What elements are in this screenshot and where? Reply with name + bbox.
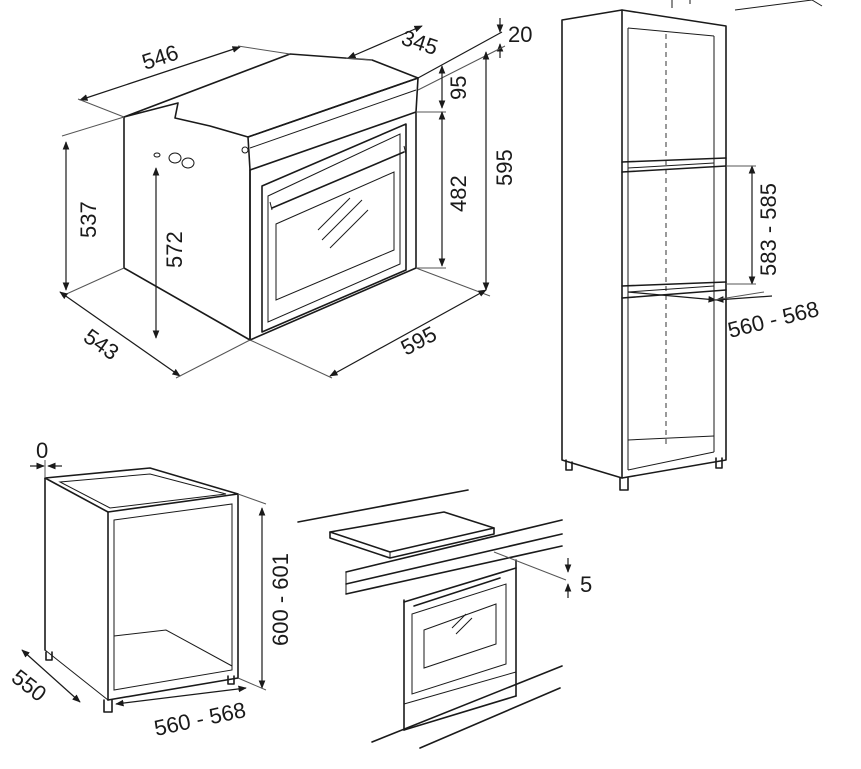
- oven-door-height-label: 482: [446, 175, 471, 212]
- base-gap-label: 0: [36, 438, 48, 463]
- oven-overall-height-label: 595: [492, 149, 517, 186]
- column-niche-width-label: 560 - 568: [725, 296, 821, 343]
- hob-gap-label: 5: [580, 572, 592, 597]
- base-cabinet-dimensions: [21, 460, 267, 707]
- column-cabinet-drawing: [561, 0, 823, 491]
- base-width-label: 560 - 568: [152, 697, 248, 741]
- oven-front-width-label: 595: [397, 321, 441, 360]
- oven-panel-height-label: 95: [446, 76, 471, 100]
- oven-drawing: [123, 53, 419, 341]
- oven-dimensions: [59, 18, 506, 379]
- base-cabinet-drawing: [44, 467, 239, 713]
- oven-depth-label: 543: [79, 324, 123, 366]
- oven-width-top-label: 546: [139, 40, 182, 75]
- column-cabinet-dimensions: [627, 165, 773, 303]
- oven-side-height-label: 572: [162, 231, 187, 268]
- column-niche-height-label: 583 - 585: [756, 183, 781, 276]
- oven-depth-top-label: 345: [398, 25, 441, 60]
- oven-top-offset-label: 20: [508, 22, 532, 47]
- base-height-label: 600 - 601: [268, 553, 293, 646]
- hob-installation-drawing: [297, 489, 567, 749]
- oven-body-height-label: 537: [76, 201, 101, 238]
